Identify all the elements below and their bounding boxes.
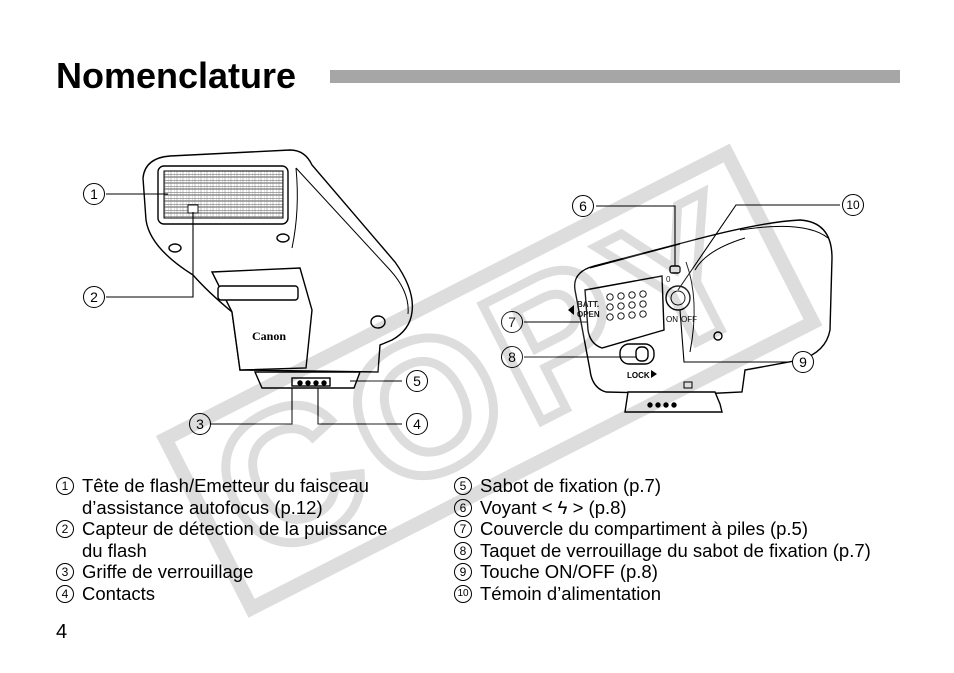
callout-4: 4 (406, 413, 428, 435)
callout-7: 7 (501, 311, 523, 333)
switch-mark-label: 0 (666, 275, 671, 284)
battery-label-open: OPEN (577, 310, 600, 319)
page-title: Nomenclature (56, 55, 297, 96)
switch-on-label: ON (666, 315, 678, 324)
callout-3: 3 (189, 413, 211, 435)
flash-sensor (187, 204, 199, 214)
legend-item-1-cont: d’assistance autofocus (p.12) (82, 496, 323, 518)
callout-2: 2 (83, 286, 105, 308)
callout-10: 10 (842, 194, 864, 216)
lock-arrow (651, 370, 657, 378)
front-brand-logo: Canon (252, 329, 286, 343)
battery-label-batt: BATT. (577, 300, 599, 309)
title-rule (330, 70, 900, 83)
flash-ready-lamp (669, 265, 681, 274)
callout-9: 9 (792, 351, 814, 373)
battery-open-arrow (568, 305, 574, 315)
front-flash-view (142, 149, 414, 389)
back-mounting-foot (624, 391, 723, 413)
back-flash-view (573, 219, 833, 413)
lock-label: LOCK (627, 371, 650, 380)
flash-head-window (163, 170, 284, 219)
switch-off-label: OFF (681, 315, 697, 324)
callout-1: 1 (83, 183, 105, 205)
callout-6: 6 (572, 195, 594, 217)
battery-cover-grip (606, 290, 647, 321)
page-number: 4 (56, 621, 68, 643)
back-leader-lines (524, 204, 840, 363)
callout-8: 8 (501, 346, 523, 368)
legend-item-2-cont: du flash (82, 539, 147, 561)
front-leader-lines (106, 193, 402, 425)
callout-5: 5 (406, 370, 428, 392)
